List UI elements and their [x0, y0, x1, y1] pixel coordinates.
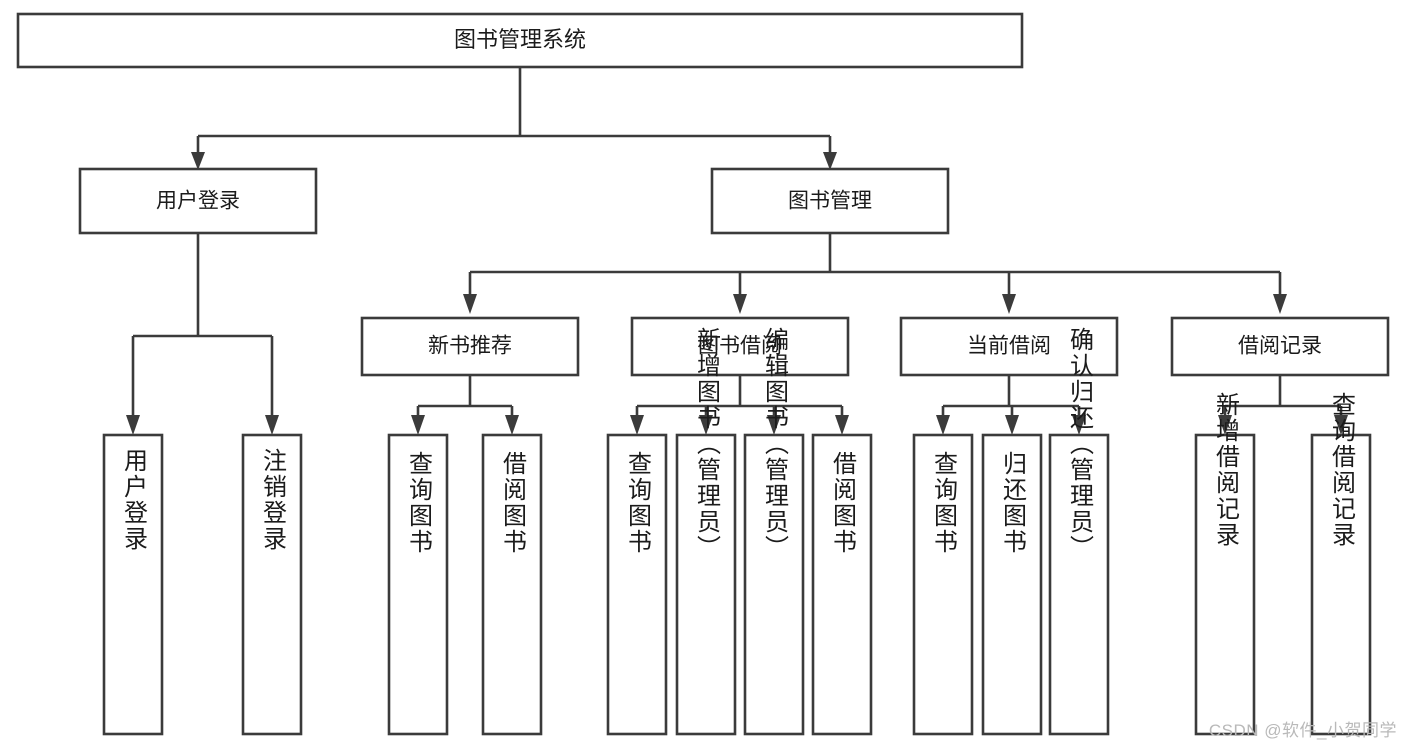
leaf-query-book-1-label: 查询图书	[405, 451, 433, 555]
leaf-user-login-label: 用户登录	[120, 448, 148, 552]
arrow-to-current-borrow	[1002, 294, 1016, 314]
node-book-borrow[interactable]: 图书借阅	[630, 316, 850, 377]
node-root-label: 图书管理系统	[454, 27, 586, 52]
leaf-add-record-label: 新增借阅记录	[1212, 392, 1240, 548]
node-root-box[interactable]	[16, 12, 1024, 69]
leaf-query-book-3[interactable]: 查询图书	[912, 433, 974, 736]
csdn-watermark: CSDN @软件_小贺同学	[1208, 721, 1397, 740]
leaf-user-login[interactable]: 用户登录	[102, 433, 164, 736]
leaf-borrow-book-2-box[interactable]	[811, 433, 873, 736]
node-borrow-record[interactable]: 借阅记录	[1170, 316, 1390, 377]
leaf-add-book-label: 新增图书（管理员）	[693, 327, 721, 561]
arrow-to-leaf-return-book	[1005, 415, 1019, 435]
arrow-to-leaf-add-book	[699, 415, 713, 435]
leaf-confirm-return[interactable]: 确认归还（管理员）	[1048, 327, 1110, 736]
leaf-borrow-book-1[interactable]: 借阅图书	[481, 433, 543, 736]
node-root[interactable]: 图书管理系统	[16, 12, 1024, 69]
leaf-borrow-book-1-box[interactable]	[481, 433, 543, 736]
leaf-query-book-1-box[interactable]	[387, 433, 449, 736]
arrow-to-leaf-edit-book	[767, 415, 781, 435]
node-user-login-box[interactable]	[78, 167, 318, 235]
leaf-logout-login-box[interactable]	[241, 433, 303, 736]
arrow-to-book-borrow	[733, 294, 747, 314]
arrow-to-leaf-query-book-1	[411, 415, 425, 435]
node-book-management-box[interactable]	[710, 167, 950, 235]
leaf-logout-login-label: 注销登录	[259, 448, 287, 552]
arrow-to-leaf-query-book-2	[630, 415, 644, 435]
leaf-borrow-book-1-label: 借阅图书	[499, 451, 527, 555]
leaf-logout-login[interactable]: 注销登录	[241, 433, 303, 736]
leaf-add-record[interactable]: 新增借阅记录	[1194, 392, 1256, 736]
leaf-return-book-box[interactable]	[981, 433, 1043, 736]
leaf-add-book-box[interactable]	[675, 433, 737, 736]
leaf-query-book-3-box[interactable]	[912, 433, 974, 736]
node-borrow-record-box[interactable]	[1170, 316, 1390, 377]
arrow-to-leaf-query-book-3	[936, 415, 950, 435]
leaf-confirm-return-label: 确认归还（管理员）	[1066, 327, 1094, 561]
node-new-book-recommend-box[interactable]	[360, 316, 580, 377]
leaf-edit-book-box[interactable]	[743, 433, 805, 736]
arrow-to-leaf-borrow-book-2	[835, 415, 849, 435]
leaf-confirm-return-box[interactable]	[1048, 433, 1110, 736]
arrow-to-borrow-record	[1273, 294, 1287, 314]
node-borrow-record-label: 借阅记录	[1238, 335, 1322, 358]
node-book-borrow-label: 图书借阅	[698, 335, 782, 358]
arrow-to-leaf-logout-login	[265, 415, 279, 435]
leaf-query-book-2[interactable]: 查询图书	[606, 433, 668, 736]
arrow-to-leaf-query-record	[1334, 415, 1348, 435]
leaf-query-book-3-label: 查询图书	[930, 451, 958, 555]
node-user-login[interactable]: 用户登录	[78, 167, 318, 235]
leaf-edit-book-label: 编辑图书（管理员）	[761, 327, 789, 561]
leaf-return-book[interactable]: 归还图书	[981, 433, 1043, 736]
node-user-login-label: 用户登录	[156, 190, 240, 213]
node-current-borrow[interactable]: 当前借阅	[899, 316, 1119, 377]
node-book-management-label: 图书管理	[788, 190, 872, 213]
leaf-user-login-box[interactable]	[102, 433, 164, 736]
arrow-to-leaf-confirm-return	[1072, 415, 1086, 435]
arrow-root-to-book-management	[823, 152, 837, 170]
arrow-to-leaf-borrow-book-1	[505, 415, 519, 435]
arrow-root-to-user-login	[191, 152, 205, 170]
node-current-borrow-box[interactable]	[899, 316, 1119, 377]
leaf-query-book-1[interactable]: 查询图书	[387, 433, 449, 736]
node-book-borrow-box[interactable]	[630, 316, 850, 377]
node-new-book-recommend-label: 新书推荐	[428, 335, 512, 358]
node-new-book-recommend[interactable]: 新书推荐	[360, 316, 580, 377]
leaf-query-record-label: 查询借阅记录	[1328, 392, 1356, 548]
leaf-edit-book[interactable]: 编辑图书（管理员）	[743, 327, 805, 736]
arrow-to-new-book-recommend	[463, 294, 477, 314]
leaf-add-book[interactable]: 新增图书（管理员）	[675, 327, 737, 736]
arrow-to-leaf-user-login	[126, 415, 140, 435]
node-book-management[interactable]: 图书管理	[710, 167, 950, 235]
leaf-query-record[interactable]: 查询借阅记录	[1310, 392, 1372, 736]
node-current-borrow-label: 当前借阅	[967, 335, 1051, 358]
leaf-borrow-book-2-label: 借阅图书	[829, 451, 857, 555]
leaf-return-book-label: 归还图书	[999, 451, 1027, 555]
connectors-layer	[126, 67, 1348, 435]
leaf-query-record-box[interactable]	[1310, 433, 1372, 736]
leaf-query-book-2-label: 查询图书	[624, 451, 652, 555]
leaf-borrow-book-2[interactable]: 借阅图书	[811, 433, 873, 736]
leaf-query-book-2-box[interactable]	[606, 433, 668, 736]
leaf-add-record-box[interactable]	[1194, 433, 1256, 736]
arrow-to-leaf-add-record	[1218, 415, 1232, 435]
